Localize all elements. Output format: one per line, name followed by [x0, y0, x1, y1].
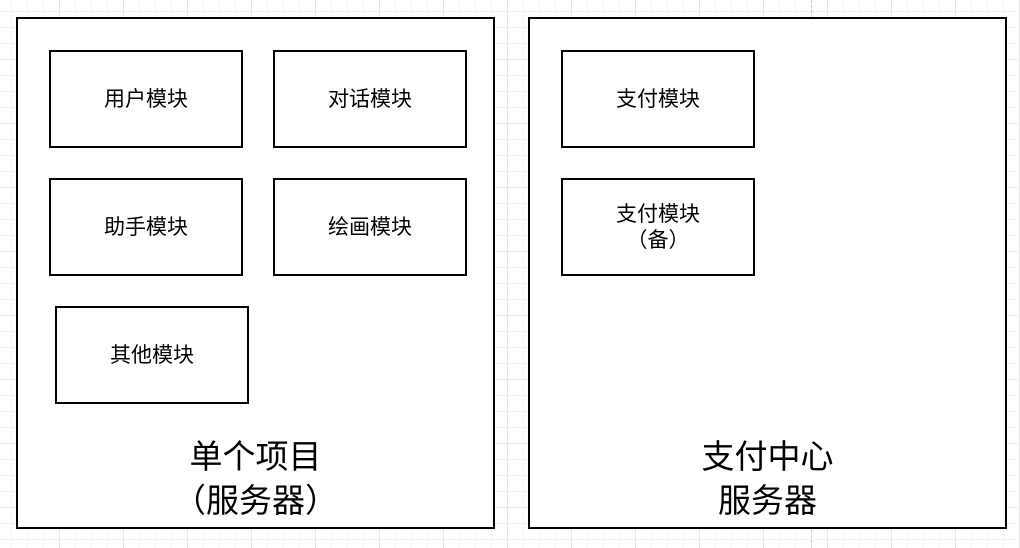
payment-center-server-title: 支付中心 服务器 [530, 435, 1005, 523]
user-module-label: 用户模块 [104, 87, 188, 111]
user-module-box: 用户模块 [49, 50, 243, 148]
other-module-box: 其他模块 [55, 306, 249, 404]
payment-center-server-box: 支付模块 支付模块 （备） 支付中心 服务器 [528, 17, 1007, 529]
payment-module-backup-box: 支付模块 （备） [561, 178, 755, 276]
chat-module-label: 对话模块 [328, 87, 412, 111]
single-project-server-title-line2: （服务器） [173, 481, 338, 520]
payment-module-box: 支付模块 [561, 50, 755, 148]
payment-module-label: 支付模块 [616, 87, 700, 111]
drawing-module-label: 绘画模块 [328, 215, 412, 239]
drawing-module-box: 绘画模块 [273, 178, 467, 276]
chat-module-box: 对话模块 [273, 50, 467, 148]
single-project-server-title-line1: 单个项目 [189, 437, 322, 476]
payment-center-server-title-line1: 支付中心 [701, 437, 834, 476]
single-project-server-title: 单个项目 （服务器） [18, 435, 493, 523]
other-module-label: 其他模块 [110, 343, 194, 367]
payment-module-backup-label: 支付模块 [616, 202, 700, 226]
assistant-module-label: 助手模块 [104, 215, 188, 239]
single-project-server-box: 用户模块 对话模块 助手模块 绘画模块 其他模块 单个项目 （服务器） [16, 17, 495, 529]
payment-center-server-title-line2: 服务器 [718, 481, 817, 520]
assistant-module-box: 助手模块 [49, 178, 243, 276]
payment-module-backup-sublabel: （备） [626, 228, 690, 252]
